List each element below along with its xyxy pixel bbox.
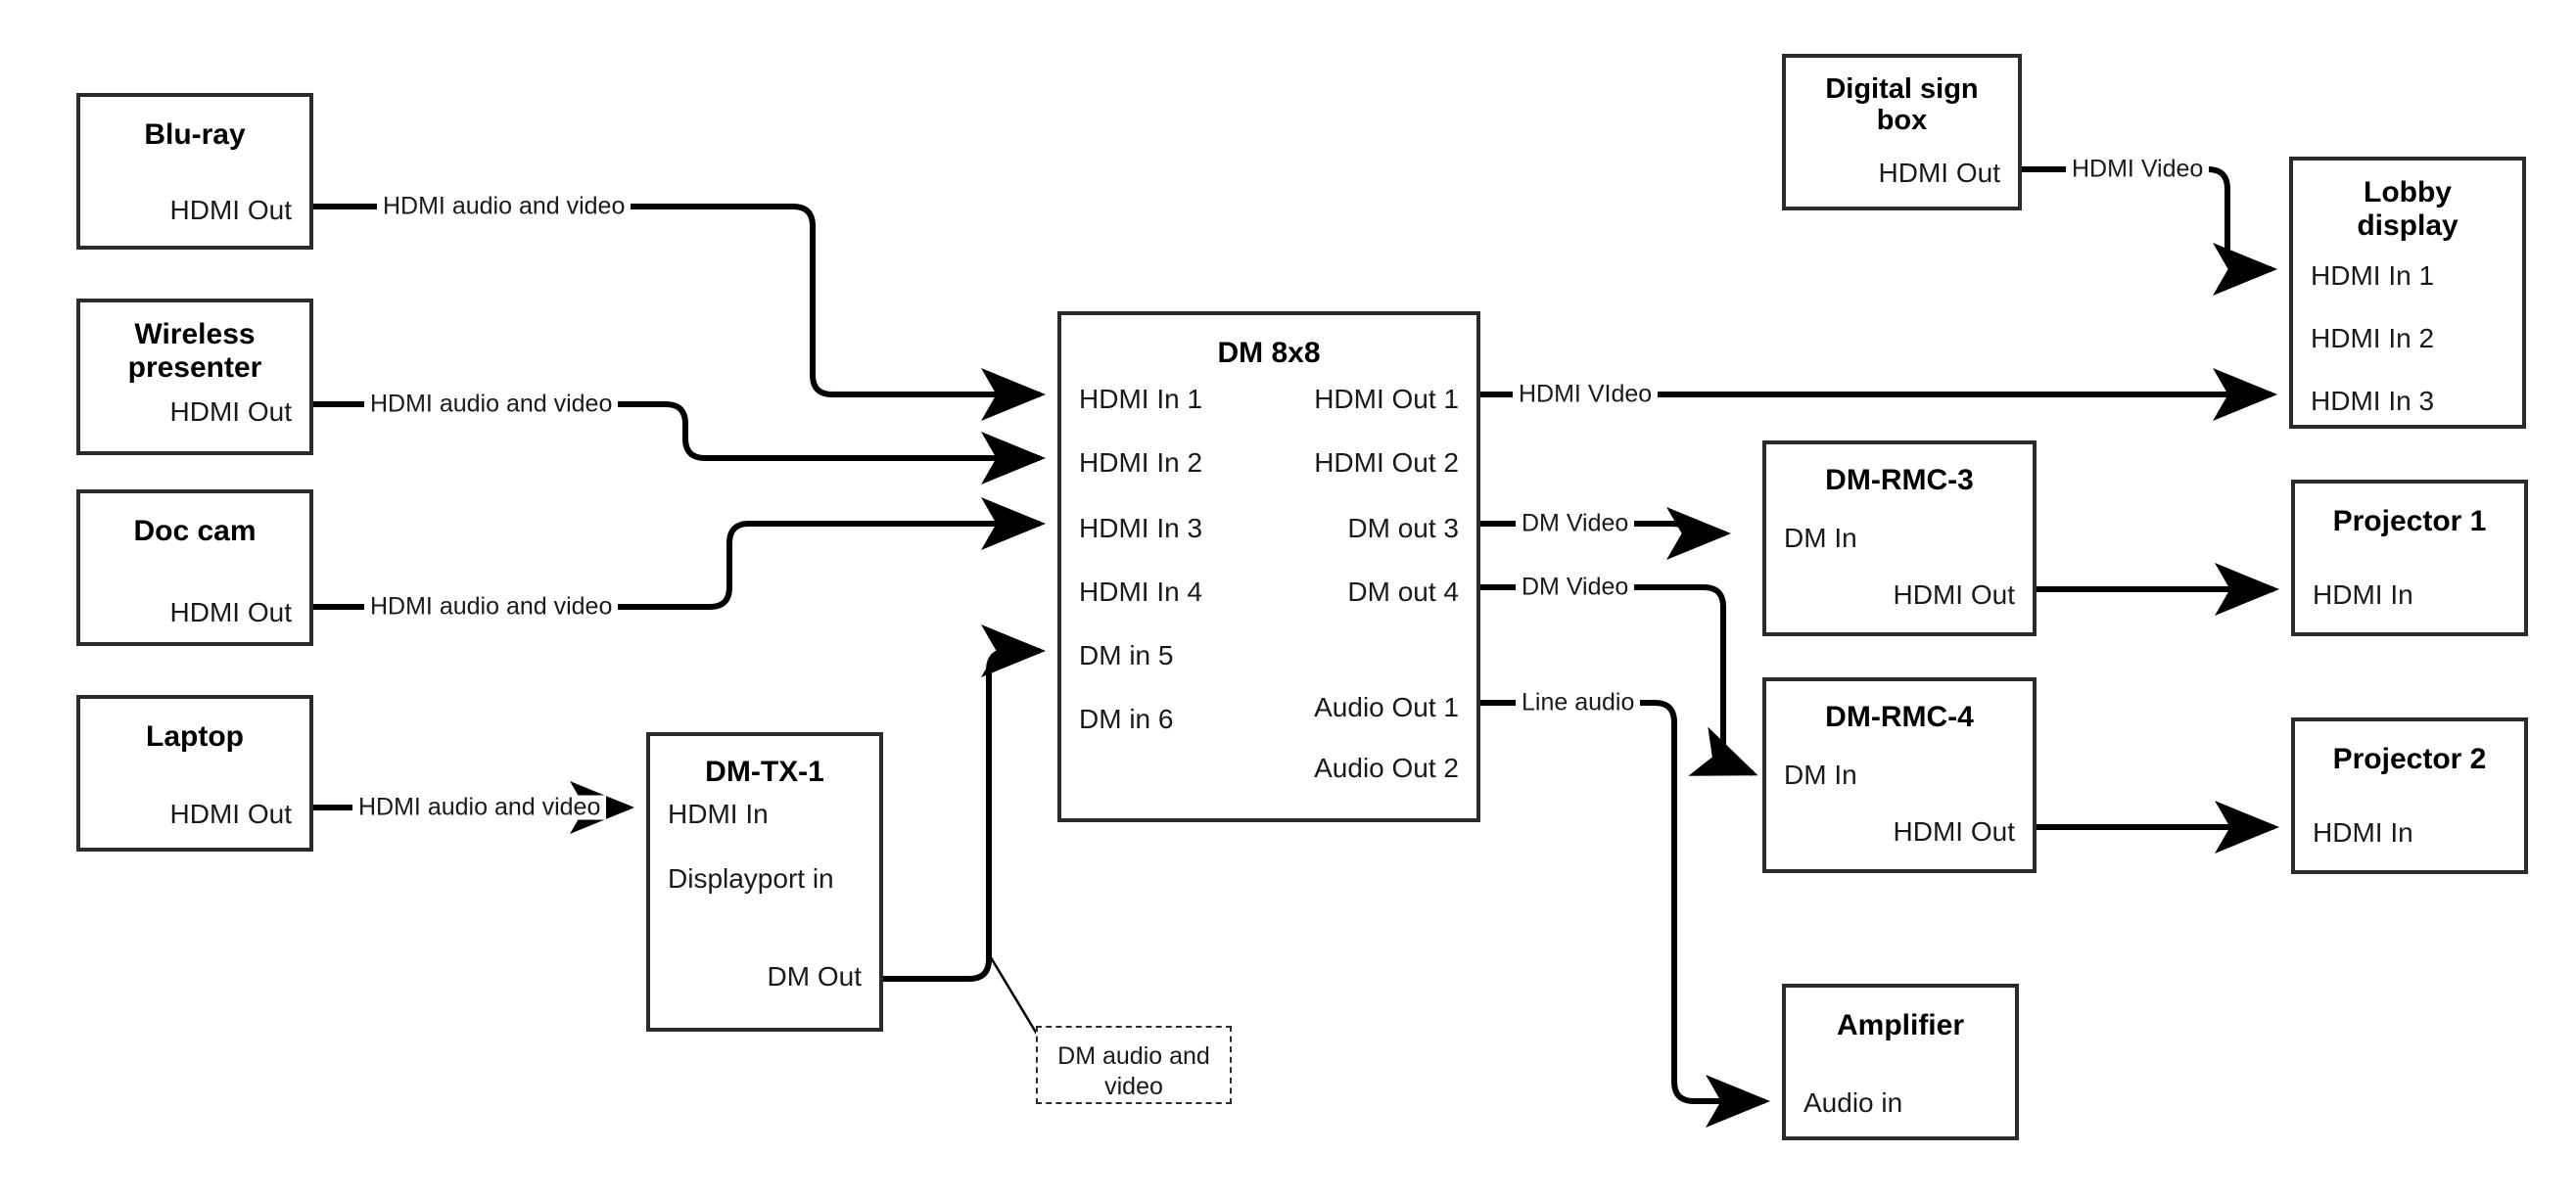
- node-lobby-display-input-hdmi-in-2: HDMI In 2: [2311, 323, 2435, 353]
- node-wireless-presenter[interactable]: Wireless presenter HDMI Out: [76, 299, 313, 455]
- wire-dm8x8-out4-to-rmc4: [1478, 584, 1758, 776]
- node-amplifier-title: Amplifier: [1836, 1009, 1965, 1041]
- node-lobby-display[interactable]: Lobby display HDMI In 1 HDMI In 2 HDMI I…: [2289, 157, 2526, 429]
- node-dm-rmc-4-port-dm-in: DM In: [1784, 760, 1857, 790]
- annotation-dm-audio-and-video: DM audio and video: [1036, 1026, 1232, 1104]
- node-dm-8x8-output-dm-out-3: DM out 3: [1347, 513, 1459, 543]
- node-dm-8x8-input-dm-in-6: DM in 6: [1079, 704, 1174, 734]
- wire-label-doccam: HDMI audio and video: [364, 594, 619, 620]
- wire-digitalsign-to-lobby: [2022, 166, 2277, 296]
- annotation-text: DM audio and video: [1057, 1042, 1210, 1101]
- node-dm-8x8-output-dm-out-4: DM out 4: [1347, 577, 1459, 607]
- wire-dmtx1-to-dm8x8: [881, 624, 1046, 982]
- node-bluray[interactable]: Blu-ray HDMI Out: [76, 93, 313, 250]
- node-projector-1-port-hdmi-in: HDMI In: [2313, 579, 2413, 610]
- wire-bluray-to-dm8x8: [313, 204, 1046, 421]
- node-dm-rmc-4-title: DM-RMC-4: [1825, 701, 1974, 733]
- node-lobby-display-input-hdmi-in-3: HDMI In 3: [2311, 386, 2435, 416]
- wire-label-dm-out3: DM Video: [1516, 511, 1635, 536]
- node-projector-2[interactable]: Projector 2 HDMI In: [2291, 717, 2528, 874]
- node-projector-2-title: Projector 2: [2332, 743, 2487, 775]
- node-amplifier[interactable]: Amplifier Audio in: [1782, 984, 2019, 1140]
- node-dm-rmc-3[interactable]: DM-RMC-3 DM In HDMI Out: [1762, 440, 2037, 636]
- node-dm-8x8-input-hdmi-in-1: HDMI In 1: [1079, 384, 1203, 414]
- node-laptop-title: Laptop: [146, 720, 244, 753]
- node-dm-tx-1-title: DM-TX-1: [705, 756, 824, 788]
- node-dm-rmc-3-port-dm-in: DM In: [1784, 523, 1857, 553]
- node-dm-8x8-input-hdmi-in-2: HDMI In 2: [1079, 447, 1203, 478]
- node-dm-tx-1-port-dm-out: DM Out: [767, 961, 862, 992]
- node-dm-8x8-output-hdmi-out-1: HDMI Out 1: [1314, 384, 1459, 414]
- node-digital-sign-box-port-hdmi-out: HDMI Out: [1878, 158, 2000, 188]
- leader-line-to-note: [987, 953, 1043, 1041]
- node-dm-rmc-4[interactable]: DM-RMC-4 DM In HDMI Out: [1762, 677, 2037, 873]
- node-projector-1[interactable]: Projector 1 HDMI In: [2291, 480, 2528, 636]
- node-dm-8x8-input-dm-in-5: DM in 5: [1079, 640, 1174, 670]
- wire-label-laptop: HDMI audio and video: [352, 795, 607, 820]
- node-bluray-port-hdmi-out: HDMI Out: [169, 195, 292, 225]
- node-dm-8x8-input-hdmi-in-3: HDMI In 3: [1079, 513, 1203, 543]
- node-dm-rmc-4-port-hdmi-out: HDMI Out: [1893, 816, 2015, 847]
- node-laptop-port-hdmi-out: HDMI Out: [169, 799, 292, 829]
- node-digital-sign-box-title: Digital sign box: [1825, 73, 1979, 137]
- node-laptop[interactable]: Laptop HDMI Out: [76, 695, 313, 852]
- wire-label-wireless: HDMI audio and video: [364, 392, 619, 417]
- node-dm-tx-1-port-hdmi-in: HDMI In: [668, 799, 769, 829]
- node-lobby-display-input-hdmi-in-1: HDMI In 1: [2311, 260, 2435, 291]
- node-digital-sign-box[interactable]: Digital sign box HDMI Out: [1782, 54, 2022, 210]
- node-dm-rmc-3-port-hdmi-out: HDMI Out: [1893, 579, 2015, 610]
- node-amplifier-port-audio-in: Audio in: [1803, 1087, 1903, 1118]
- node-doc-cam-port-hdmi-out: HDMI Out: [169, 597, 292, 627]
- wire-label-sign-to-lobby: HDMI Video: [2066, 157, 2210, 182]
- node-wireless-presenter-port-hdmi-out: HDMI Out: [169, 396, 292, 427]
- node-projector-2-port-hdmi-in: HDMI In: [2313, 817, 2413, 848]
- node-dm-8x8-output-audio-out-2: Audio Out 2: [1314, 753, 1459, 783]
- node-bluray-title: Blu-ray: [144, 118, 246, 151]
- wire-label-line-audio: Line audio: [1516, 690, 1641, 716]
- node-dm-tx-1[interactable]: DM-TX-1 HDMI In Displayport in DM Out: [646, 732, 883, 1032]
- node-dm-8x8-output-hdmi-out-2: HDMI Out 2: [1314, 447, 1459, 478]
- node-lobby-display-title: Lobby display: [2357, 176, 2459, 242]
- wire-label-dm-out4: DM Video: [1516, 575, 1635, 600]
- wire-label-bluray: HDMI audio and video: [377, 194, 632, 219]
- node-projector-1-title: Projector 1: [2332, 505, 2487, 537]
- node-dm-tx-1-port-displayport-in: Displayport in: [668, 863, 834, 894]
- node-dm-8x8-output-audio-out-1: Audio Out 1: [1314, 692, 1459, 722]
- node-dm-rmc-3-title: DM-RMC-3: [1825, 464, 1974, 496]
- node-dm-8x8-title: DM 8x8: [1217, 337, 1321, 369]
- wire-label-dm-out1: HDMI VIdeo: [1513, 382, 1659, 407]
- node-wireless-presenter-title: Wireless presenter: [127, 318, 262, 384]
- node-doc-cam[interactable]: Doc cam HDMI Out: [76, 489, 313, 646]
- wire-dm8x8-audio-to-amplifier: [1478, 700, 1770, 1128]
- node-dm-8x8[interactable]: DM 8x8 HDMI In 1 HDMI In 2 HDMI In 3 HDM…: [1057, 311, 1480, 822]
- node-dm-8x8-input-hdmi-in-4: HDMI In 4: [1079, 577, 1203, 607]
- node-doc-cam-title: Doc cam: [133, 515, 257, 547]
